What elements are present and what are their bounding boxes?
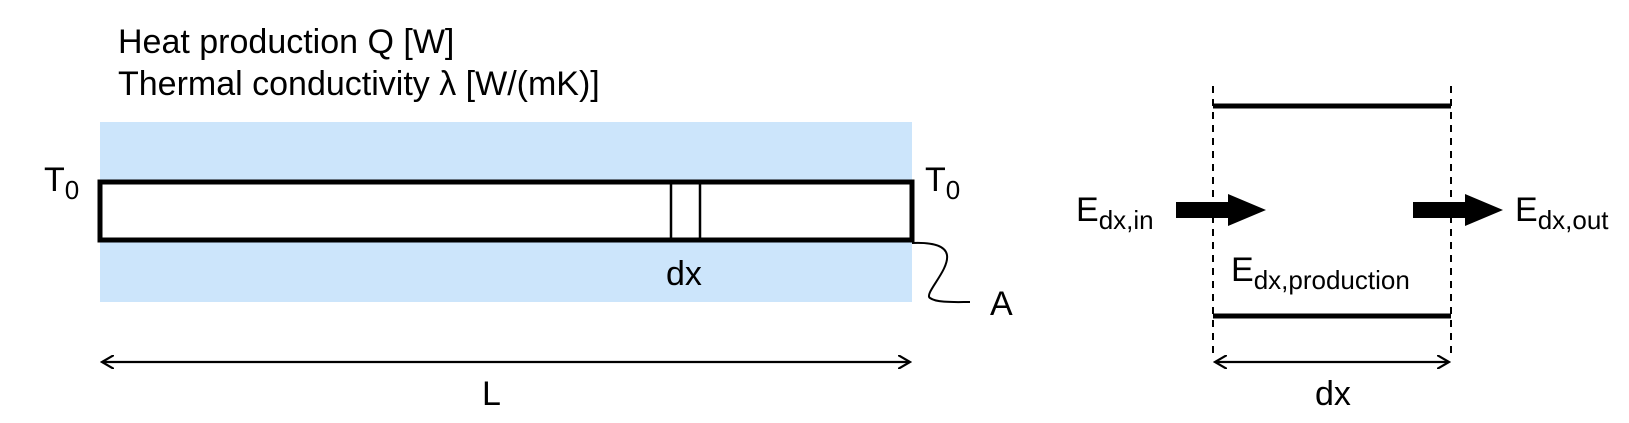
energy-in-symbol: E xyxy=(1076,191,1099,229)
left-temperature-label: T0 xyxy=(44,163,79,203)
rod xyxy=(97,179,915,243)
right-temperature-subscript: 0 xyxy=(945,175,961,205)
energy-production-subscript: dx,production xyxy=(1253,265,1410,295)
energy-out-arrow xyxy=(1413,194,1503,226)
energy-out-symbol: E xyxy=(1515,191,1538,229)
element-dx-label: dx xyxy=(666,255,702,293)
thermal-conductivity-label: Thermal conductivity λ [W/(mK)] xyxy=(118,65,600,103)
left-temperature-symbol: T xyxy=(44,161,65,199)
right-temperature-label: T0 xyxy=(925,163,960,203)
area-label: A xyxy=(990,285,1013,323)
energy-in-label: Edx,in xyxy=(1076,193,1154,233)
energy-out-subscript: dx,out xyxy=(1537,205,1609,235)
energy-in-subscript: dx,in xyxy=(1098,205,1154,235)
energy-in-arrow xyxy=(1176,194,1266,226)
element-width-label: dx xyxy=(1315,375,1351,413)
energy-production-symbol: E xyxy=(1231,251,1254,289)
energy-out-label: Edx,out xyxy=(1515,193,1609,233)
right-temperature-symbol: T xyxy=(925,161,946,199)
energy-production-label: Edx,production xyxy=(1231,253,1410,293)
heat-production-label: Heat production Q [W] xyxy=(118,23,455,61)
area-leader-line xyxy=(911,241,971,304)
length-label: L xyxy=(482,375,501,413)
left-temperature-subscript: 0 xyxy=(64,175,80,205)
